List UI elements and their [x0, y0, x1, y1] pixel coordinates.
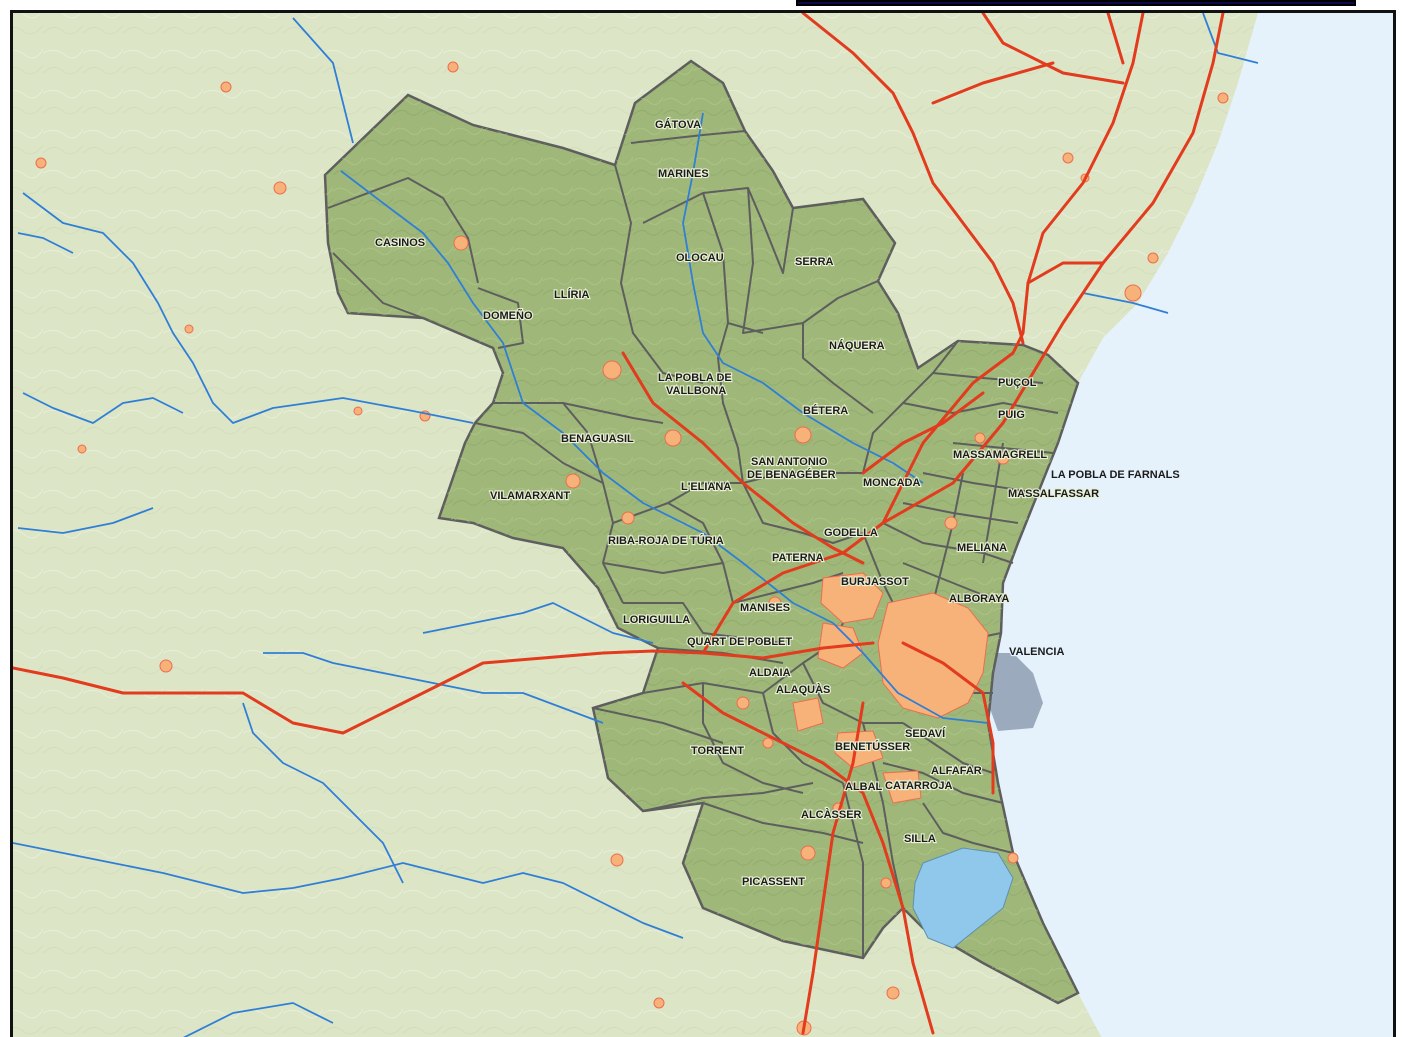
urban-areas	[35, 61, 1229, 1036]
label-silla: SILLA	[904, 833, 936, 845]
label-san-antonio-line2: DE BENAGÉBER	[747, 468, 836, 481]
label-vilamarxant: VILAMARXANT	[490, 490, 570, 502]
label-albal: ALBAL	[845, 781, 883, 793]
label-sedavi: SEDAVÍ	[905, 727, 946, 740]
label-alaquas: ALAQUÀS	[776, 683, 830, 696]
label-valencia: VALENCIA	[1009, 646, 1064, 658]
label-picassent: PICASSENT	[742, 876, 805, 888]
top-bar	[796, 0, 1356, 6]
label-meliana: MELIANA	[957, 542, 1007, 554]
label-leliana: L'ELIANA	[681, 481, 731, 493]
label-massalfassar: MASSALFASSAR	[1008, 488, 1099, 500]
municipal-boundaries	[327, 130, 1059, 958]
roads	[13, 13, 1225, 1035]
label-quart-de-poblet: QUART DE POBLET	[687, 636, 792, 648]
map-canvas[interactable]: GÁTOVA MARINES CASINOS OLOCAU SERRA LLÍR…	[13, 13, 1393, 1037]
label-naquera: NÁQUERA	[829, 339, 885, 352]
label-benaguasil: BENAGUASIL	[561, 433, 634, 445]
label-benetusser: BENETÚSSER	[835, 740, 910, 753]
label-manises: MANISES	[740, 602, 790, 614]
label-moncada: MONCADA	[863, 477, 920, 489]
label-godella: GODELLA	[824, 527, 878, 539]
label-serra: SERRA	[795, 256, 834, 268]
label-lliria: LLÍRIA	[554, 288, 589, 301]
label-olocau: OLOCAU	[676, 252, 724, 264]
municipality-labels: GÁTOVA MARINES CASINOS OLOCAU SERRA LLÍR…	[374, 117, 1181, 889]
label-riba-roja-de-turia: RIBA-ROJA DE TÚRIA	[608, 534, 724, 547]
label-betera: BÉTERA	[803, 404, 848, 417]
label-paterna: PATERNA	[772, 552, 824, 564]
map-frame[interactable]: GÁTOVA MARINES CASINOS OLOCAU SERRA LLÍR…	[10, 10, 1396, 1037]
label-torrent: TORRENT	[691, 745, 744, 757]
port	[988, 653, 1043, 731]
label-alcasser: ALCÀSSER	[801, 808, 862, 821]
label-gatova: GÁTOVA	[655, 118, 701, 131]
label-massamagrell: MASSAMAGRELL	[953, 449, 1047, 461]
label-aldaia: ALDAIA	[749, 667, 791, 679]
label-marines: MARINES	[658, 168, 709, 180]
label-catarroja: CATARROJA	[885, 780, 952, 792]
label-la-pobla-de-vallbona-line1: LA POBLA DE	[658, 372, 732, 384]
label-alboraya: ALBORAYA	[949, 593, 1009, 605]
rivers	[13, 13, 1259, 1037]
label-loriguilla: LORIGUILLA	[623, 614, 690, 626]
label-domeno: DOMEÑO	[483, 309, 533, 322]
label-pucol: PUÇOL	[998, 377, 1037, 389]
label-la-pobla-de-farnals: LA POBLA DE FARNALS	[1051, 469, 1180, 481]
sea	[988, 13, 1393, 1037]
label-puig: PUIG	[998, 409, 1025, 421]
label-burjassot: BURJASSOT	[841, 576, 909, 588]
label-alfafar: ALFAFAR	[931, 765, 982, 777]
label-san-antonio-line1: SAN ANTONIO	[751, 456, 828, 468]
label-la-pobla-de-vallbona-line2: VALLBONA	[666, 385, 726, 397]
label-casinos: CASINOS	[375, 237, 425, 249]
albufera-lagoon	[912, 847, 1014, 949]
